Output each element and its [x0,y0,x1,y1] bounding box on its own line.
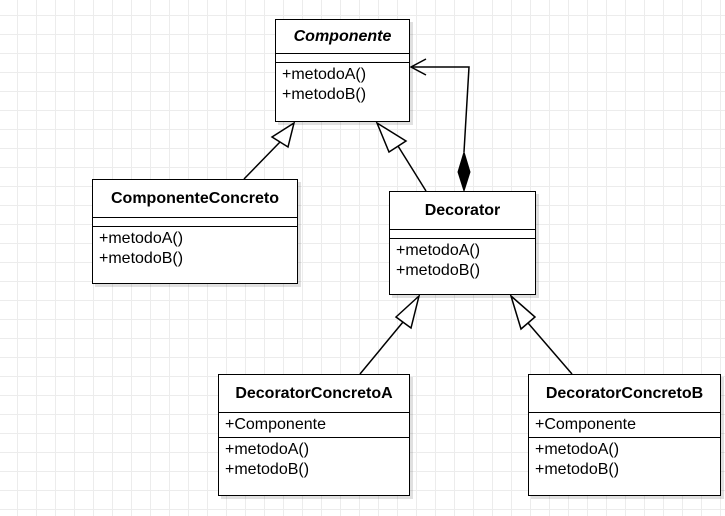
methods-compartment-decorator: +metodoA() +metodoB() [390,239,535,283]
method-metodob: +metodoB() [225,461,310,478]
class-componente[interactable]: Componente +metodoA() +metodoB() [275,19,410,122]
class-name-componente: Componente [276,20,409,54]
class-decoratorconcretoa[interactable]: DecoratorConcretoA +Componente +metodoA(… [218,374,410,496]
attributes-compartment-componenteconcreto [93,218,297,227]
attributes-compartment-decoratorconcretoa: +Componente [219,413,409,438]
generalization-line-decoratorconcretob [527,322,573,375]
attributes-compartment-decorator [390,230,535,239]
class-decoratorconcretob[interactable]: DecoratorConcretoB +Componente +metodoA(… [528,374,721,496]
attributes-compartment-decoratorconcretob: +Componente [529,413,720,438]
methods-compartment-decoratorconcretoa: +metodoA() +metodoB() [219,438,409,482]
generalization-arrowhead-decoratorconcretoa [394,293,421,330]
class-name-decoratorconcretob: DecoratorConcretoB [529,375,720,413]
methods-compartment-decoratorconcretob: +metodoA() +metodoB() [529,438,720,482]
generalization-arrowhead-decoratorconcretob [509,293,537,331]
method-metodoa: +metodoA() [396,242,481,259]
generalization-line-decorator [397,145,427,192]
method-metodoa: +metodoA() [282,66,367,83]
method-metodoa: +metodoA() [99,230,184,247]
attribute-componente: +Componente [535,416,636,433]
open-arrowhead-componente [409,58,427,76]
attribute-componente: +Componente [225,416,326,433]
class-name-componenteconcreto: ComponenteConcreto [93,180,297,218]
method-metodob: +metodoB() [99,250,184,267]
attributes-compartment-componente [276,54,409,63]
class-name-decoratorconcretoa: DecoratorConcretoA [219,375,409,413]
methods-compartment-componente: +metodoA() +metodoB() [276,63,409,107]
method-metodob: +metodoB() [535,461,620,478]
method-metodoa: +metodoA() [225,441,310,458]
generalization-line-decoratorconcretoa [359,321,404,375]
class-name-decorator: Decorator [390,192,535,230]
generalization-arrowhead-decorator [375,121,408,154]
method-metodob: +metodoB() [282,86,367,103]
class-componenteconcreto[interactable]: ComponenteConcreto +metodoA() +metodoB() [92,179,298,284]
method-metodob: +metodoB() [396,262,481,279]
composition-line-decorator-componente [411,66,470,153]
generalization-arrowhead-componenteconcreto [270,121,296,149]
class-decorator[interactable]: Decorator +metodoA() +metodoB() [389,191,536,295]
generalization-line-componenteconcreto [243,141,281,180]
composition-diamond-decorator [457,150,471,193]
methods-compartment-componenteconcreto: +metodoA() +metodoB() [93,227,297,271]
method-metodoa: +metodoA() [535,441,620,458]
